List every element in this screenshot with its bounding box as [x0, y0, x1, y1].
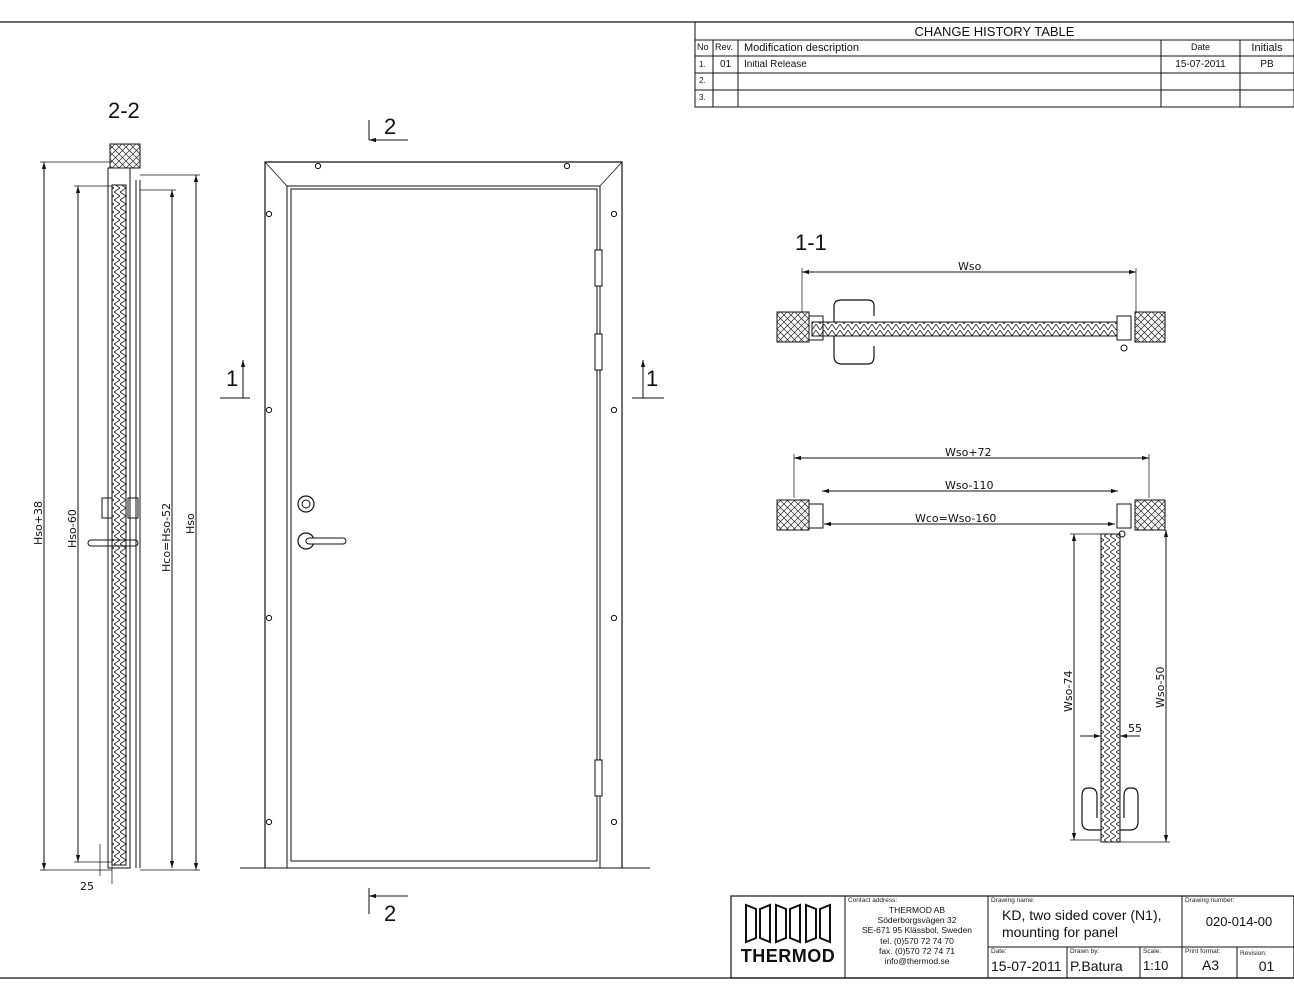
section-2-2-label: 2-2 — [108, 98, 140, 123]
drawn-by-value: P.Batura — [1070, 958, 1123, 974]
dim-55: 55 — [1128, 722, 1142, 735]
contact-fax: fax. (0)570 72 74 71 — [878, 945, 956, 956]
date-block: Date: 15-07-2011 — [991, 948, 1066, 974]
date-value: 15-07-2011 — [991, 958, 1062, 974]
thermod-logo-text: THERMOD — [740, 946, 836, 966]
drawing-name-line-1: KD, two sided cover (N1), — [1002, 907, 1162, 923]
plan-view: Wso+72 Wso-110 Wco=Wso-160 Wso-74 Wso-50… — [776, 446, 1170, 843]
thermod-logo-icon — [745, 903, 831, 944]
contact-email: info@thermod.se — [884, 956, 950, 967]
contact-address-label: Contact address: — [848, 897, 898, 904]
section-1-1-view: 1-1 Wso — [776, 230, 1166, 365]
dim-hco: Hco=Hso-52 — [160, 503, 173, 572]
date-label: Date: — [991, 948, 1007, 955]
scale-label: Scale: — [1143, 948, 1162, 955]
row-1-date: 15-07-2011 — [1175, 60, 1226, 70]
cut-1-left-label: 1 — [226, 366, 238, 391]
dim-25: 25 — [80, 880, 94, 893]
change-history-grid — [694, 21, 1294, 108]
section-1-1-label: 1-1 — [795, 230, 827, 255]
contact-city: SE-671 95 Klässbol, Sweden — [861, 925, 973, 936]
drawn-by-block: Drawn by: P.Batura — [1070, 948, 1138, 974]
scale-block: Scale: 1:10 — [1143, 948, 1181, 973]
sheet-border — [0, 21, 1294, 979]
drawn-by-label: Drawn by: — [1070, 948, 1100, 955]
contact-company: THERMOD AB — [888, 905, 946, 915]
section-2-2-view: 2-2 Hso+38 Hso-60 Hco=Hso-52 Hso 25 — [32, 98, 200, 893]
print-format-label: Print format: — [1185, 948, 1221, 955]
revision-label: Revision: — [1240, 950, 1267, 957]
drawing-number-block: Drawing number: 020-014-00 — [1185, 897, 1293, 929]
door-front-view: 2 2 1 1 — [220, 114, 664, 926]
drawing-name-label: Drawing name: — [991, 897, 1035, 904]
col-header-date: Date — [1190, 43, 1210, 52]
row-1-no: 1. — [699, 61, 706, 69]
print-format-block: Print format: A3 — [1185, 948, 1236, 973]
print-format-value: A3 — [1201, 957, 1220, 973]
col-header-initials: Initials — [1251, 43, 1283, 54]
col-header-no: No — [697, 43, 709, 52]
drawing-name-line-2: mounting for panel — [1002, 924, 1118, 940]
contact-street: Söderborgsvägen 32 — [877, 915, 957, 926]
row-1-description: Initial Release — [744, 60, 807, 70]
drawing-name-block: Drawing name: KD, two sided cover (N1), … — [991, 897, 1181, 941]
cut-1-right-label: 1 — [646, 366, 658, 391]
contact-tel: tel. (0)570 72 74 70 — [880, 935, 954, 946]
change-history-title: CHANGE HISTORY TABLE — [914, 25, 1075, 38]
row-1-initials: PB — [1260, 60, 1274, 70]
dim-wco: Wco=Wso-160 — [915, 512, 996, 525]
drawing-number-label: Drawing number: — [1185, 897, 1235, 904]
dim-wso-plus-72: Wso+72 — [945, 446, 992, 459]
dim-hso: Hso — [184, 513, 197, 534]
revision-value: 01 — [1258, 958, 1275, 974]
dim-wso: Wso — [958, 260, 982, 273]
title-block-grid — [730, 895, 1294, 979]
col-header-description: Modification description — [744, 43, 859, 54]
row-3-no: 3. — [699, 94, 706, 102]
cut-2-top-label: 2 — [384, 114, 396, 139]
row-1-rev: 01 — [719, 60, 732, 70]
change-history-table: CHANGE HISTORY TABLE No Rev. Modificatio… — [695, 22, 1294, 107]
scale-value: 1:10 — [1143, 958, 1169, 973]
row-2-no: 2. — [699, 77, 706, 85]
col-header-rev: Rev. — [715, 43, 733, 52]
dim-wso-minus-50: Wso-50 — [1154, 666, 1167, 708]
dim-wso-minus-74: Wso-74 — [1062, 670, 1075, 712]
contact-address-block: Contact address: THERMOD AB Söderborgsvä… — [848, 897, 986, 966]
drawing-number-value: 020-014-00 — [1205, 914, 1273, 929]
dim-wso-minus-110: Wso-110 — [945, 479, 994, 492]
dim-hso-plus-38: Hso+38 — [32, 501, 45, 545]
dim-hso-minus-60: Hso-60 — [66, 509, 79, 548]
cut-2-bottom-label: 2 — [384, 901, 396, 926]
revision-block: Revision: 01 — [1240, 950, 1293, 974]
